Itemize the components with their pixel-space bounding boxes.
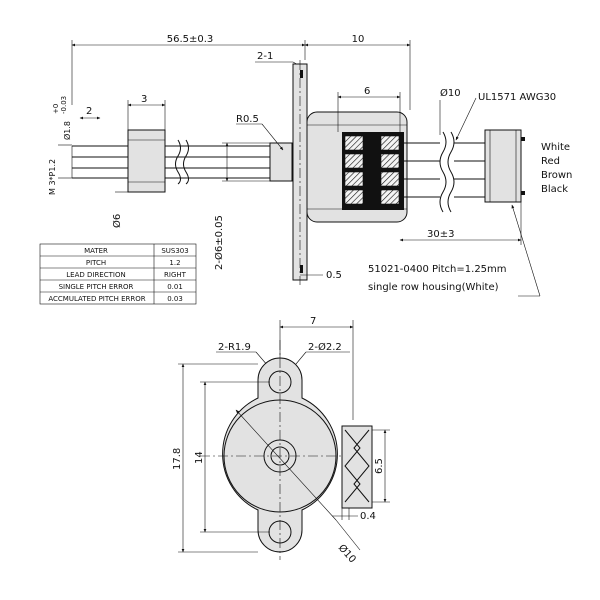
front-view: 7 2-R1.9 2-Ø2.2 Ø10 17.8 14 bbox=[172, 316, 390, 565]
spec-label-1: MATER bbox=[84, 247, 108, 255]
terminal-6 bbox=[380, 171, 400, 187]
flange-hole-top bbox=[300, 70, 303, 78]
break-mark-left bbox=[175, 139, 181, 185]
connector-latch-bottom bbox=[521, 191, 525, 195]
break-mark-left-2 bbox=[183, 139, 189, 185]
dim-corner-radius: 2-R1.9 bbox=[218, 342, 251, 353]
dim-thread: M 3*P1.2 bbox=[48, 159, 57, 195]
spec-table: MATER SUS303 PITCH 1.2 LEAD DIRECTION RI… bbox=[39, 243, 197, 305]
dim-span-right: 10 bbox=[352, 34, 365, 45]
dim-nut-dia: Ø6 bbox=[111, 214, 123, 228]
spec-label-2: PITCH bbox=[86, 259, 106, 267]
connector-pins bbox=[344, 429, 361, 503]
wire-color-1: White bbox=[541, 142, 570, 153]
spec-value-2: 1.2 bbox=[169, 259, 180, 267]
dim-flange: 2-1 bbox=[257, 51, 273, 62]
shaft-boss bbox=[269, 142, 293, 182]
dim-height-total: 17.8 bbox=[172, 448, 183, 470]
housing-note-1: 51021-0400 Pitch=1.25mm bbox=[368, 264, 507, 275]
terminal-3 bbox=[344, 153, 364, 169]
terminal-5 bbox=[344, 171, 364, 187]
nut-body bbox=[127, 129, 166, 193]
terminal-2 bbox=[380, 135, 400, 151]
terminal-7 bbox=[344, 189, 364, 205]
spec-value-1: SUS303 bbox=[161, 247, 188, 255]
wire-color-4: Black bbox=[541, 184, 568, 195]
dim-conn04: 0.4 bbox=[360, 511, 376, 522]
spec-value-3: RIGHT bbox=[164, 271, 187, 279]
side-view: 56.5±0.3 10 2-1 M 3*P1.2 Ø1.8 +0 -0.03 2… bbox=[48, 34, 572, 297]
terminal-1 bbox=[344, 135, 364, 151]
connector-front bbox=[341, 425, 373, 509]
dim-screw-tol-lower: -0.03 bbox=[60, 96, 68, 114]
dim-nut3: 3 bbox=[141, 94, 147, 105]
dim-boss-dia: 2-Ø6±0.05 bbox=[213, 215, 225, 270]
spec-label-5: ACCMULATED PITCH ERROR bbox=[48, 295, 145, 303]
cable-label: UL1571 AWG30 bbox=[478, 92, 556, 103]
dim-lead-length: 30±3 bbox=[427, 229, 454, 240]
wire-break-1 bbox=[439, 131, 447, 213]
wire-break-2 bbox=[447, 131, 455, 213]
spec-table-border bbox=[39, 243, 197, 305]
spec-value-5: 0.03 bbox=[167, 295, 183, 303]
dim-wire-dia: Ø10 bbox=[440, 87, 461, 99]
connector-housing bbox=[484, 129, 522, 203]
housing-note-2: single row housing(White) bbox=[368, 282, 499, 293]
boss-circle-inner bbox=[270, 446, 290, 466]
dim-length-total: 56.5±0.3 bbox=[167, 34, 214, 45]
flange-hole-bottom bbox=[300, 265, 303, 273]
dim-body-dia: Ø10 bbox=[336, 542, 359, 565]
dim-radius: R0.5 bbox=[236, 114, 259, 125]
terminal-4 bbox=[380, 153, 400, 169]
cable-leader bbox=[455, 97, 477, 141]
dim-conn65: 6.5 bbox=[374, 458, 385, 474]
connector-pins-2 bbox=[353, 429, 370, 503]
connector-inner bbox=[489, 129, 517, 203]
dim-pitch2: 2 bbox=[86, 106, 92, 117]
housing-leader bbox=[511, 204, 541, 297]
wire-color-2: Red bbox=[541, 156, 560, 167]
radius-leader bbox=[261, 123, 284, 151]
dim-height-inner: 14 bbox=[194, 451, 205, 464]
dia-leader bbox=[235, 409, 337, 521]
spec-label-3: LEAD DIRECTION bbox=[66, 271, 125, 279]
connector-latch-top bbox=[521, 137, 525, 141]
dim-screw-dia: Ø1.8 bbox=[62, 121, 72, 140]
wire-color-3: Brown bbox=[541, 170, 572, 181]
dia-leader-ext bbox=[335, 519, 361, 551]
spec-label-4: SINGLE PITCH ERROR bbox=[59, 283, 134, 291]
dim-screw-tol-upper: +0 bbox=[52, 104, 60, 114]
dim-holes: 2-Ø2.2 bbox=[308, 341, 342, 353]
dim-plate: 0.5 bbox=[326, 270, 342, 281]
dim-body6: 6 bbox=[364, 86, 370, 97]
terminal-8 bbox=[380, 189, 400, 205]
spec-value-4: 0.01 bbox=[167, 283, 183, 291]
dim-width7: 7 bbox=[310, 316, 316, 327]
